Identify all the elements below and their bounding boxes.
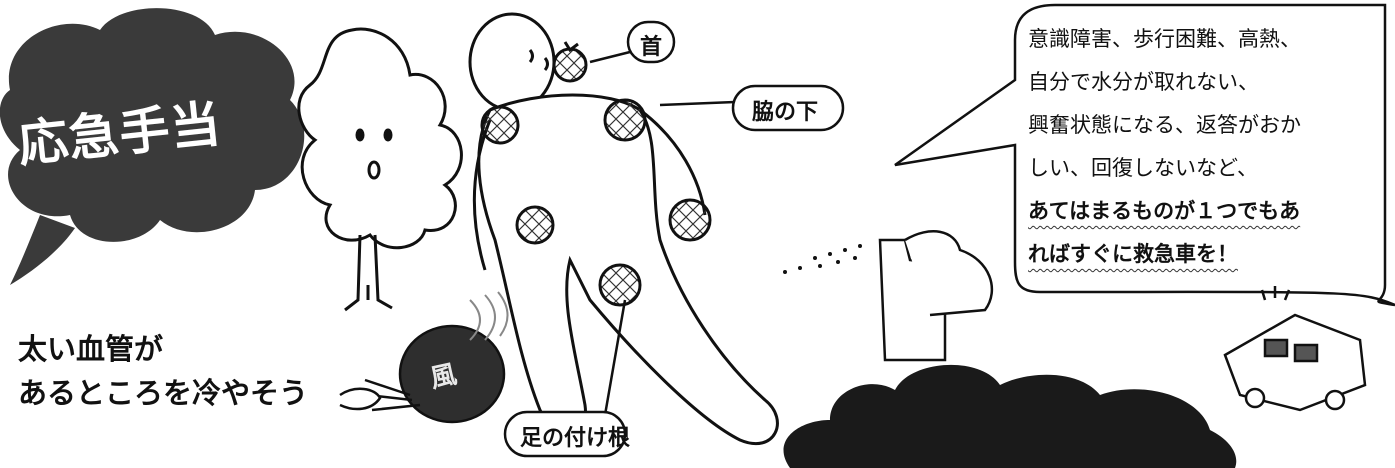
ice-pack-armpit (603, 98, 647, 142)
cooling-caption: 太い血管が あるところを冷やそう (18, 327, 308, 415)
ice-pack-elbow-r (668, 198, 712, 242)
ice-pack-shoulder (480, 105, 520, 145)
spray-bottle-icon (783, 230, 994, 362)
uchiwa-fan-icon (339, 291, 509, 424)
bubble-line-1: 意識障害、歩行困難、高熱、 (1028, 27, 1301, 51)
speech-bubble (894, 3, 1395, 307)
patient-figure (468, 12, 779, 446)
ambulance-icon (1223, 286, 1367, 412)
label-armpit: 脇の下 (752, 100, 819, 125)
ice-pack-neck (552, 41, 588, 83)
caption-line-2: あるところを冷やそう (18, 376, 309, 410)
bubble-line-3: 興奮状態になる、返答がおか (1028, 113, 1301, 137)
label-neck: 首 (640, 35, 663, 60)
speech-bubble-text: 意識障害、歩行困難、高熱、 自分で水分が取れない、 興奮状態になる、返答がおか … (1028, 18, 1373, 276)
bubble-emphasis-1: あてはまるものが１つでもあ (1028, 199, 1301, 223)
title-cloud (0, 8, 305, 285)
tree-character (297, 27, 463, 312)
bubble-emphasis-2: ればすぐに救急車を！ (1028, 242, 1238, 266)
ice-pack-groin (598, 263, 642, 307)
bubble-line-2: 自分で水分が取れない、 (1028, 70, 1259, 94)
caption-line-1: 太い血管が (18, 332, 164, 366)
bottom-cloud (783, 364, 1237, 468)
label-bubbles (503, 20, 845, 458)
bubble-line-4: しい、回復しないなど、 (1028, 156, 1258, 180)
label-groin: 足の付け根 (520, 426, 631, 451)
ice-pack-elbow-l (515, 205, 555, 245)
